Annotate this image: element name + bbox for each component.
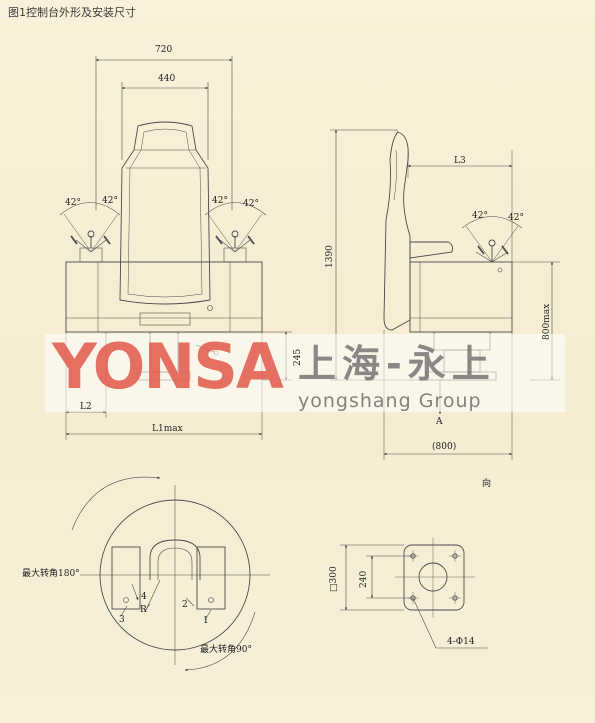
label-num-4: 4: [141, 592, 147, 602]
dim-1390: 1390: [325, 245, 335, 268]
watermark-band: [45, 334, 565, 412]
brand-logo-text: YONSA: [52, 330, 284, 403]
dim-440: 440: [158, 74, 176, 84]
angle-right-1: 42°: [212, 196, 228, 206]
figure-caption: 图1控制台外形及安装尺寸: [8, 6, 136, 19]
label-view-direction: 向: [482, 479, 492, 489]
label-max-rotation-90: 最大转角90°: [200, 645, 252, 655]
dim-240: 240: [359, 570, 369, 588]
label-holes: 4-Φ14: [447, 637, 475, 647]
label-num-3: 3: [119, 615, 125, 625]
angle-left-1: 42°: [65, 198, 81, 208]
flange-view: [340, 538, 488, 649]
angle-side-1: 42°: [472, 211, 488, 221]
brand-english-name: yongshang Group: [298, 390, 482, 412]
label-max-rotation-180: 最大转角180°: [22, 569, 80, 579]
angle-side-2: 42°: [508, 213, 524, 223]
angle-right-2: 42°: [243, 199, 259, 209]
label-radius: R: [140, 605, 147, 615]
label-a: A: [436, 417, 443, 427]
dim-l3: L3: [454, 156, 466, 166]
brand-chinese-name: 上海-永上: [298, 342, 496, 386]
dim-245: 245: [293, 348, 303, 366]
dim-720: 720: [155, 45, 173, 55]
dim-square-300: □300: [329, 566, 339, 592]
dim-800: (800): [432, 442, 457, 452]
label-num-1: 1: [203, 616, 209, 626]
dim-l1max: L1max: [152, 424, 183, 434]
rotation-view: [71, 476, 270, 672]
dim-l2: L2: [80, 402, 92, 412]
angle-left-2: 42°: [102, 196, 118, 206]
label-num-2: 2: [182, 600, 188, 610]
dim-800max: 800max: [542, 303, 552, 340]
front-view: [59, 56, 292, 440]
